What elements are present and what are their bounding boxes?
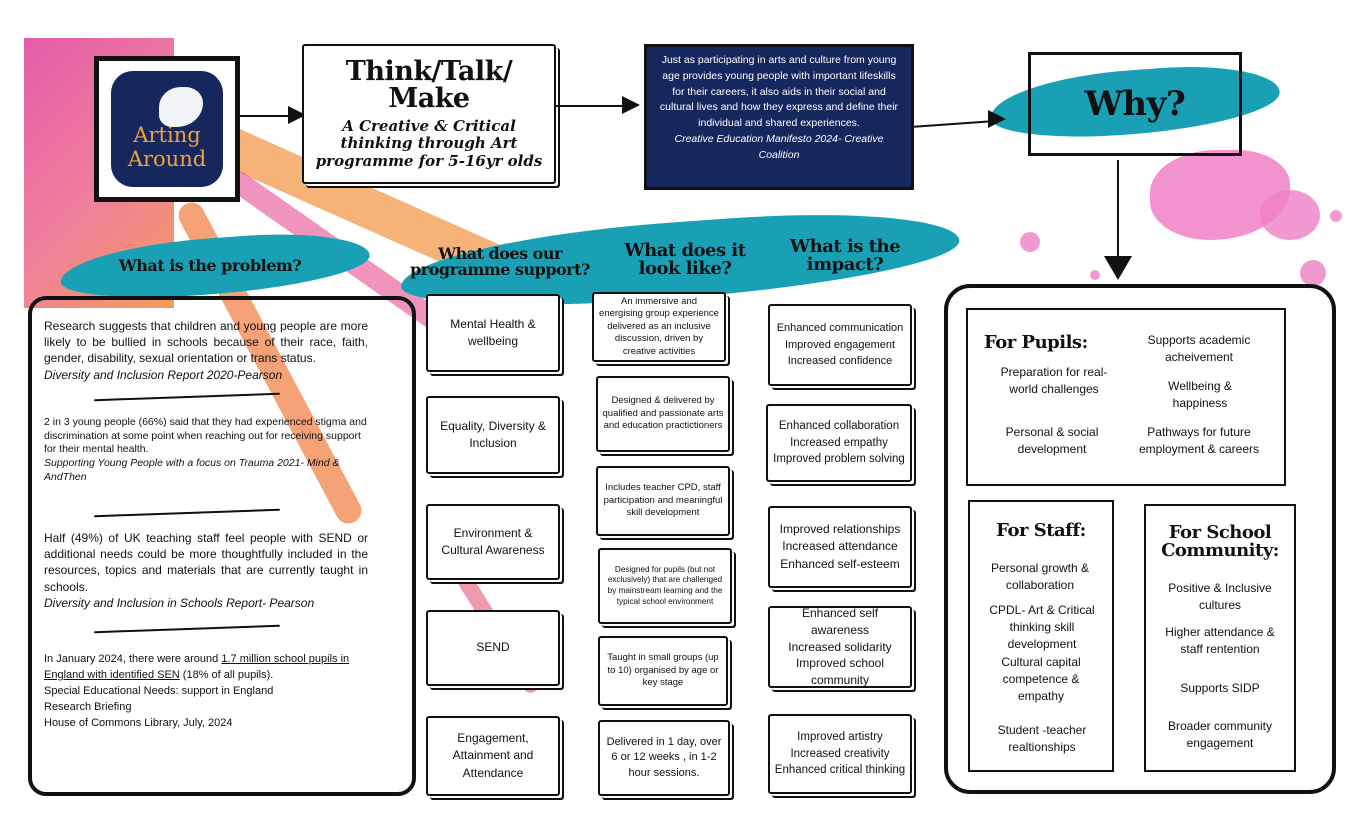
logo-text-line2: Around — [127, 147, 207, 171]
arrow-head-icon — [288, 106, 306, 124]
community-item: Higher attendance & staff rentention — [1165, 625, 1275, 656]
pupils-item: Supports academic acheivement — [1147, 333, 1251, 364]
arrow-head-icon — [988, 110, 1006, 128]
support-item: Environment & Cultural Awareness — [426, 504, 560, 580]
staff-item: Personal growth & collaboration — [990, 561, 1090, 592]
pupils-title: For Pupils: — [984, 332, 1088, 353]
impact-box: Enhanced communication Improved engageme… — [768, 304, 912, 386]
quote-source: Creative Education Manifesto 2024- Creat… — [674, 132, 884, 161]
logo-splash-icon — [159, 87, 203, 127]
pupils-item: Personal & social development — [1005, 425, 1099, 456]
impact-box: Enhanced collaboration Increased empathy… — [766, 404, 912, 482]
arrow-connector — [240, 115, 292, 117]
support-item: Mental Health & wellbeing — [426, 294, 560, 372]
staff-item: CPDL- Art & Critical thinking skill deve… — [989, 603, 1095, 651]
support-item: Engagement, Attainment and Attendance — [426, 716, 560, 796]
pupils-panel — [966, 308, 1286, 486]
pink-splatter — [1260, 190, 1320, 240]
arrow-connector — [914, 120, 992, 128]
look-item: Designed for pupils (but not exclusively… — [598, 548, 732, 624]
look-item: Includes teacher CPD, staff participatio… — [596, 466, 730, 536]
problem-text-4: In January 2024, there were around 1.7 m… — [44, 653, 350, 729]
heading-problem: What is the problem? — [118, 256, 302, 275]
staff-title: For Staff: — [996, 520, 1086, 541]
community-panel — [1144, 504, 1296, 772]
heading-look: What does it look like? — [624, 240, 746, 279]
arrow-connector-vertical — [1117, 160, 1119, 260]
pink-splatter — [1020, 232, 1040, 252]
why-box: Why? — [1028, 52, 1242, 156]
problem-panel — [28, 296, 416, 796]
arrow-head-down-icon — [1104, 256, 1132, 280]
logo-text-line1: Arting — [133, 123, 201, 147]
impact-box: Improved relationships Increased attenda… — [768, 506, 912, 588]
pink-splatter — [1330, 210, 1342, 222]
problem-text-1: Research suggests that children and youn… — [44, 319, 368, 382]
community-item: Supports SIDP — [1180, 681, 1260, 695]
sen-stat-link[interactable]: 1.7 million school pupils in England wit… — [44, 653, 350, 681]
impact-box: Enhanced self awareness Increased solida… — [768, 606, 912, 688]
benefits-panel — [944, 284, 1336, 794]
heading-impact: What is the impact? — [789, 236, 901, 275]
staff-item: Student -teacher realtionships — [997, 723, 1087, 754]
title-box: Think/Talk/ Make A Creative & Critical t… — [302, 44, 556, 184]
pupils-item: Wellbeing & happiness — [1168, 379, 1232, 410]
problem-text-2: 2 in 3 young people (66%) said that they… — [44, 416, 367, 483]
heading-support: What does our programme support? — [410, 244, 590, 279]
community-item: Broader community engagement — [1167, 719, 1273, 750]
impact-box: Improved artistry Increased creativity E… — [768, 714, 912, 794]
page-subtitle: A Creative & Critical thinking through A… — [315, 117, 543, 170]
pink-splatter — [1300, 260, 1326, 286]
look-item: Taught in small groups (up to 10) organi… — [598, 636, 728, 706]
staff-item: Cultural capital competence & empathy — [1001, 655, 1081, 703]
pupils-item: Preparation for real-world challenges — [1000, 365, 1108, 396]
logo-frame: Arting Around — [94, 56, 240, 202]
staff-panel — [968, 500, 1114, 772]
arrow-connector — [556, 105, 626, 107]
pupils-item: Pathways for future employment & careers — [1138, 425, 1260, 456]
logo-arting-around: Arting Around — [111, 71, 223, 187]
look-item: Delivered in 1 day, over 6 or 12 weeks ,… — [598, 720, 730, 796]
look-item: An immersive and energising group experi… — [592, 292, 726, 362]
quote-text: Just as participating in arts and cultur… — [659, 54, 899, 129]
support-item: SEND — [426, 610, 560, 686]
pink-splatter — [1090, 270, 1100, 280]
page-title: Think/Talk/ Make — [345, 56, 513, 115]
quote-box: Just as participating in arts and cultur… — [644, 44, 914, 190]
problem-text-3: Half (49%) of UK teaching staff feel peo… — [44, 531, 368, 610]
community-title: For School Community: — [1161, 522, 1279, 561]
look-item: Designed & delivered by qualified and pa… — [596, 376, 730, 452]
why-label: Why? — [1084, 84, 1186, 124]
support-item: Equality, Diversity & Inclusion — [426, 396, 560, 474]
arrow-head-icon — [622, 96, 640, 114]
community-item: Positive & Inclusive cultures — [1168, 581, 1272, 612]
